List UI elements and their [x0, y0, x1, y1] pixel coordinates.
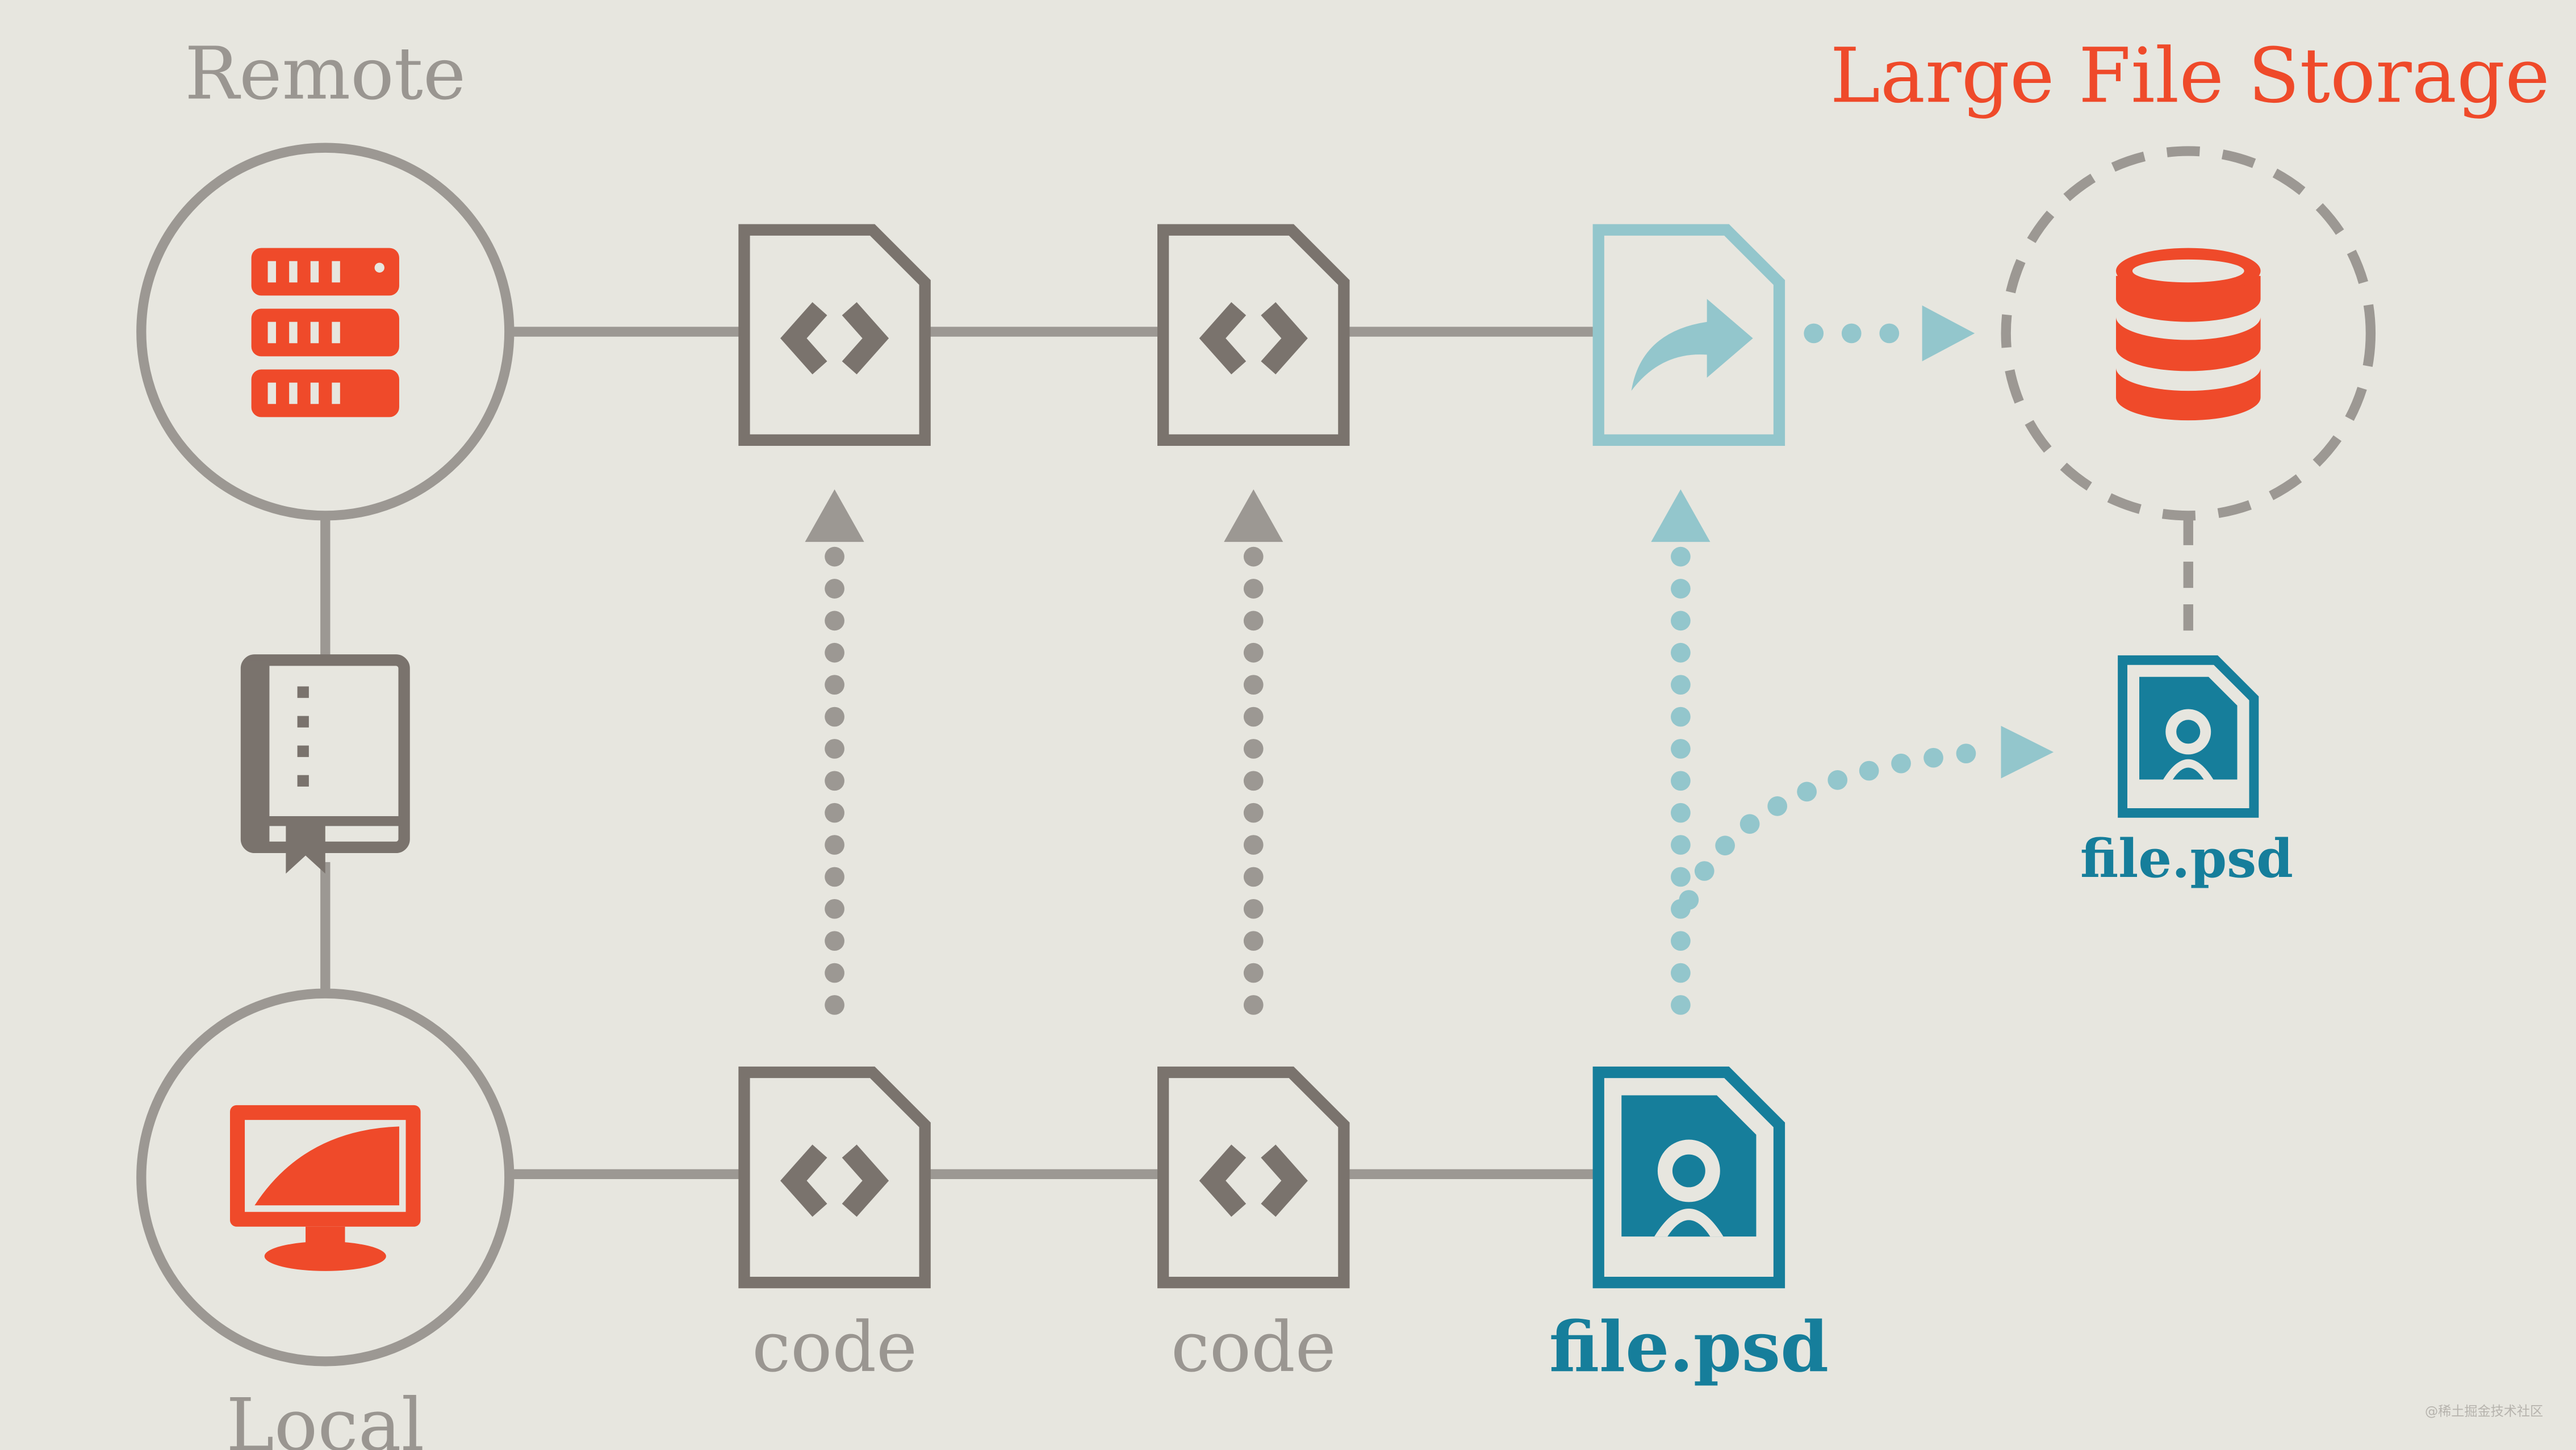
code-file-icon	[738, 224, 931, 446]
remote-code-file-2	[1157, 224, 1350, 446]
code-file-icon	[1157, 224, 1350, 446]
database-icon	[2116, 248, 2261, 421]
pointer-file-icon	[1592, 224, 1785, 446]
pointer-to-store-arrow	[1804, 305, 1975, 362]
local-label: Local	[226, 1384, 424, 1450]
server-stack-icon	[251, 248, 399, 417]
code-file-icon	[738, 1066, 931, 1289]
lfs-title: Large File Storage	[1830, 32, 2550, 120]
connector-lines	[320, 327, 1602, 1179]
local-code-label-1: code	[752, 1307, 917, 1388]
monitor-icon	[230, 1105, 421, 1271]
local-psd-label: file.psd	[1549, 1306, 1829, 1388]
book-icon	[240, 654, 410, 874]
lfs-store-circle	[2001, 146, 2376, 521]
push-arrow-3	[1651, 489, 1711, 1015]
local-code-label-2: code	[1171, 1307, 1336, 1388]
remote-pointer-file	[1592, 224, 1785, 446]
image-file-icon	[2118, 655, 2259, 818]
remote-code-file-1	[738, 224, 931, 446]
local-node: Local	[136, 988, 515, 1450]
watermark: @稀土掘金技术社区	[2425, 1404, 2543, 1419]
lfs-psd-file	[2118, 655, 2259, 818]
local-code-file-2: code	[1157, 1066, 1350, 1388]
lfs-psd-label: file.psd	[2080, 828, 2293, 889]
image-file-icon	[1592, 1066, 1785, 1289]
push-arrow-1	[805, 489, 864, 1015]
local-psd-file: file.psd	[1549, 1066, 1829, 1388]
remote-node: Remote	[136, 32, 515, 521]
local-code-file-1: code	[738, 1066, 931, 1388]
lfs-store-node	[2001, 146, 2376, 644]
code-file-icon	[1157, 1066, 1350, 1289]
push-arrow-2	[1224, 489, 1283, 1015]
remote-label: Remote	[185, 32, 466, 116]
lfs-upload-curve-arrow	[1679, 725, 2054, 910]
